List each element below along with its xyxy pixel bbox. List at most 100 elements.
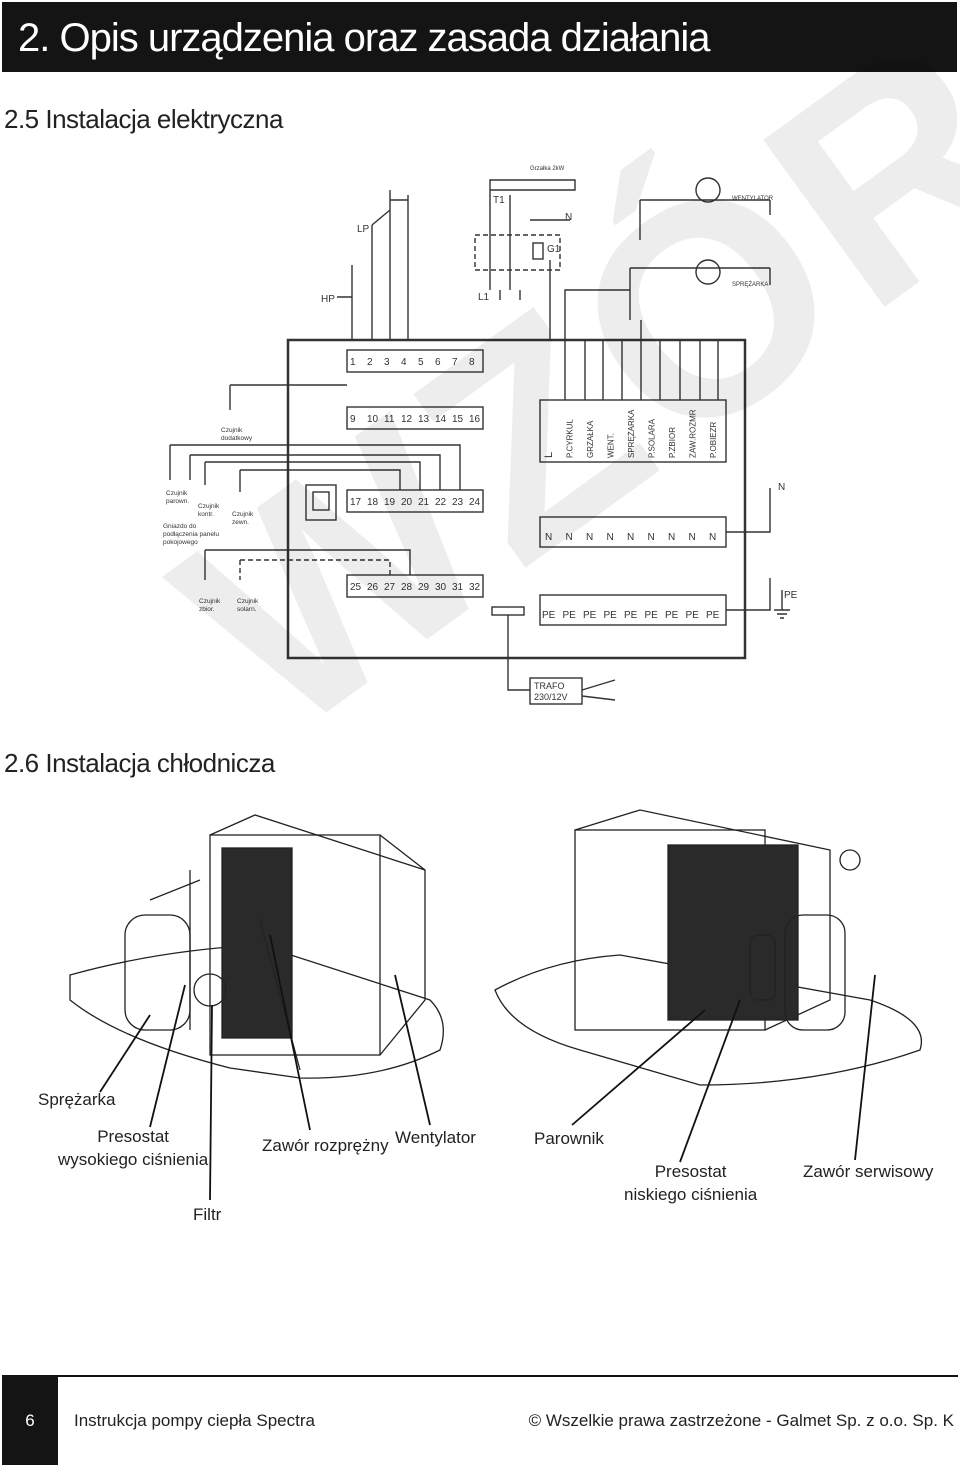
sensor-label-gniazdo: Gniazdo do: [163, 523, 197, 530]
sensor-label-dodatkowy: dodatkowy: [221, 435, 253, 442]
page-number-box: 6: [2, 1375, 58, 1465]
terminal-21: 21: [418, 497, 430, 508]
terminal-7: 7: [452, 357, 458, 368]
footer-left-text: Instrukcja pompy ciepła Spectra: [74, 1411, 315, 1430]
sensor-label-zewn: zewn.: [232, 519, 249, 526]
terminal-1: 1: [350, 357, 356, 368]
page-header: 2. Opis urządzenia oraz zasada działania: [2, 2, 957, 72]
terminal-strip-2: [346, 406, 484, 430]
label-parownik: Parownik: [534, 1129, 604, 1148]
pe-terminal: PE: [542, 610, 556, 621]
pe-terminal: PE: [645, 610, 659, 621]
sensor-label-zbior: zbior.: [199, 606, 215, 613]
terminal-4: 4: [401, 357, 407, 368]
terminal-25: 25: [350, 582, 362, 593]
terminal-30: 30: [435, 582, 447, 593]
sensor-label-kontr: kontr.: [198, 511, 214, 518]
terminal-16: 16: [469, 414, 481, 425]
sensor-label-dodatkowy: Czujnik: [221, 427, 243, 434]
terminal-26: 26: [367, 582, 379, 593]
terminal-3: 3: [384, 357, 390, 368]
terminal-23: 23: [452, 497, 464, 508]
page-number: 6: [25, 1411, 35, 1430]
controller-box: [286, 338, 747, 660]
panel-socket: [305, 484, 337, 521]
terminal-strip-3: [346, 489, 484, 513]
left-filter: [193, 973, 227, 1007]
terminal-strip-4: [346, 574, 484, 598]
relay-label: GRZAŁKA: [586, 420, 595, 458]
terminal-5: 5: [418, 357, 424, 368]
n-terminal: N: [545, 532, 552, 543]
pe-terminal: PE: [706, 610, 720, 621]
sensor-label-solarn: solarn.: [237, 606, 257, 613]
n-terminal: N: [648, 532, 655, 543]
label-presostat-wys-line1: Presostat: [97, 1127, 170, 1146]
label-presostat-wys-line2: wysokiego ciśnienia: [58, 1150, 209, 1169]
sensor-label-parown: parown.: [166, 498, 189, 505]
grzalka-label: Grzałka 2kW: [530, 166, 565, 172]
terminal-32: 32: [469, 582, 481, 593]
section-electrical-heading: 2.5 Instalacja elektryczna: [4, 104, 283, 134]
n-terminal: N: [709, 532, 716, 543]
sensor-label-kontr: Czujnik: [198, 503, 220, 510]
terminal-20: 20: [401, 497, 413, 508]
terminal-31: 31: [452, 582, 464, 593]
label-presostat-niskiego: Presostat niskiego ciśnienia: [624, 1160, 757, 1206]
l1-label-top: L1: [478, 292, 490, 303]
g1-label: G1: [547, 244, 561, 255]
sprezarka-small-label: SPRĘŻARKA: [732, 281, 768, 288]
left-fins: [221, 847, 293, 1039]
terminal-27: 27: [384, 582, 396, 593]
pe-terminal: PE: [583, 610, 597, 621]
terminal-11: 11: [384, 414, 395, 425]
side-n-label: N: [778, 482, 785, 493]
relay-label: P.OBIEZR: [709, 421, 718, 458]
n-terminal: N: [627, 532, 634, 543]
terminal-28: 28: [401, 582, 413, 593]
label-presostat-wysokiego: Presostat wysokiego ciśnienia: [58, 1125, 208, 1171]
pe-terminal: PE: [665, 610, 679, 621]
terminal-9: 9: [350, 414, 356, 425]
section-refrigeration-heading: 2.6 Instalacja chłodnicza: [4, 748, 275, 778]
left-compressor: [124, 914, 191, 1031]
pe-terminal: PE: [686, 610, 700, 621]
n-label-top: N: [565, 212, 572, 223]
terminal-8: 8: [469, 357, 475, 368]
side-pe-label: PE: [784, 590, 798, 601]
terminal-2: 2: [367, 357, 373, 368]
pe-terminal: PE: [624, 610, 638, 621]
pe-terminal: PE: [604, 610, 618, 621]
terminal-13: 13: [418, 414, 430, 425]
terminal-10: 10: [367, 414, 379, 425]
n-terminal: N: [668, 532, 675, 543]
label-presostat-nis-line1: Presostat: [654, 1162, 727, 1181]
page-title: 2. Opis urządzenia oraz zasada działania: [18, 16, 711, 60]
sensor-label-gniazdo: podłączenia panelu: [163, 531, 219, 538]
t1-label: T1: [493, 195, 505, 206]
sensor-label-gniazdo: pokojowego: [163, 539, 198, 546]
terminal-14: 14: [435, 414, 447, 425]
n-terminal: N: [689, 532, 696, 543]
n-terminal: N: [566, 532, 573, 543]
terminal-strip-1: [346, 349, 484, 373]
footer-rule: [58, 1375, 958, 1377]
pe-terminal: PE: [563, 610, 577, 621]
page-footer: 6 Instrukcja pompy ciepła Spectra © Wsze…: [0, 1375, 960, 1465]
label-zawor-rozprezny: Zawór rozprężny: [262, 1136, 389, 1155]
sensor-label-parown: Czujnik: [166, 490, 188, 497]
label-zawor-serwisowy: Zawór serwisowy: [803, 1162, 934, 1181]
terminal-18: 18: [367, 497, 379, 508]
relay-strip: [539, 399, 727, 463]
terminal-15: 15: [452, 414, 464, 425]
relay-label: SPRĘŻARKA: [627, 409, 636, 458]
right-unit-base: [494, 954, 922, 1086]
trafo-label-line2: 230/12V: [534, 692, 568, 702]
hp-label: HP: [321, 294, 335, 305]
label-wentylator: Wentylator: [395, 1128, 476, 1147]
sensor-label-zewn: Czujnik: [232, 511, 254, 518]
terminal-6: 6: [435, 357, 441, 368]
terminal-12: 12: [401, 414, 413, 425]
relay-label: P.SOLARA: [648, 418, 657, 458]
